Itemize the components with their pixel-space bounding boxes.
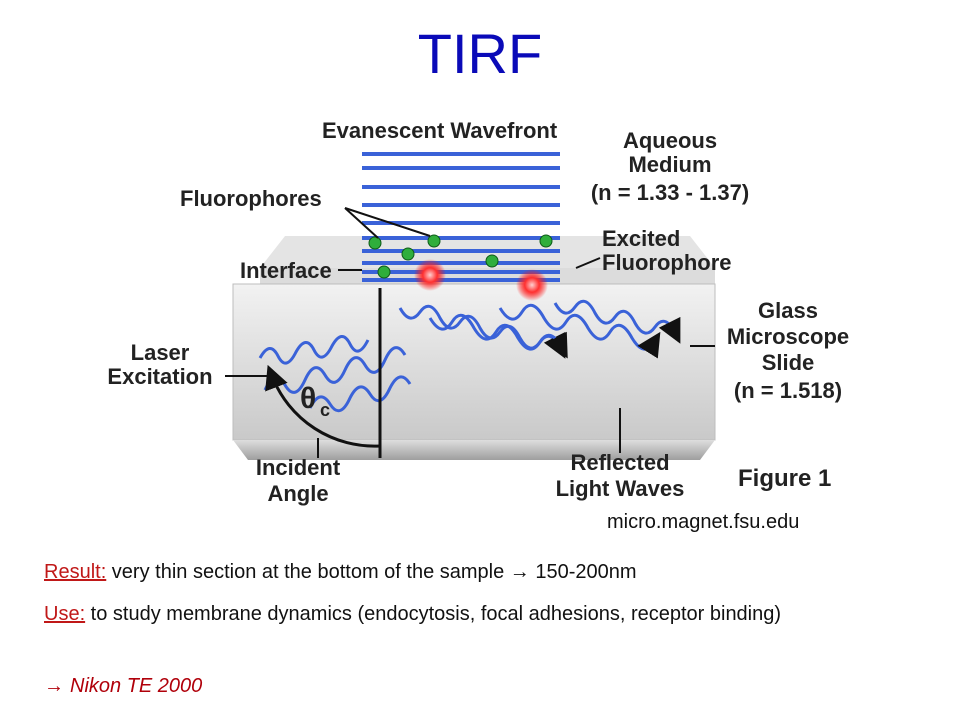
leader-lines [225,207,715,458]
nikon-arrow-icon: → [44,675,64,697]
svg-text:Laser: Laser [131,340,190,365]
svg-text:Incident: Incident [256,455,341,480]
svg-text:Medium: Medium [628,152,711,177]
interface-label: Interface [240,258,332,283]
result-value: 150-200nm [529,561,637,583]
result-arrow-icon: → [509,561,530,583]
tirf-diagram: Evanescent Wavefront Aqueous Medium (n =… [107,118,849,506]
glass-slide-label: Glass Microscope Slide (n = 1.518) [727,298,849,403]
svg-text:Reflected: Reflected [570,450,669,475]
evanescent-wavefront-lines [362,152,560,282]
svg-text:(n = 1.518): (n = 1.518) [734,378,842,403]
svg-text:Glass: Glass [758,298,818,323]
svg-text:Light Waves: Light Waves [556,476,685,501]
glass-slide [232,283,716,460]
result-key: Result: [44,561,107,583]
svg-text:Excited: Excited [602,226,680,251]
use-key: Use: [44,603,86,625]
result-line: Result: very thin section at the bottom … [44,560,924,584]
svg-text:Microscope: Microscope [727,324,849,349]
evanescent-wavefront-label: Evanescent Wavefront [322,118,558,143]
figure-label: Figure 1 [738,465,831,492]
result-text: very thin section at the bottom of the s… [106,561,510,583]
fluorophores [368,234,553,279]
theta-symbol: θ [300,382,316,415]
nikon-text: Nikon TE 2000 [70,675,203,697]
slide-title: TIRF [417,22,543,85]
excited-fluorophores [414,259,548,301]
svg-text:Angle: Angle [267,481,328,506]
use-text: to study membrane dynamics (endocytosis,… [85,603,782,625]
use-line: Use: to study membrane dynamics (endocyt… [44,602,924,626]
reflected-light-waves-label: Reflected Light Waves [556,450,685,501]
theta-subscript: c [320,400,330,420]
svg-text:(n = 1.33 - 1.37): (n = 1.33 - 1.37) [591,180,749,205]
critical-angle-arc [265,288,382,458]
svg-text:Aqueous: Aqueous [623,128,717,153]
fluorophores-label: Fluorophores [180,186,322,211]
nikon-line: → Nikon TE 2000 [44,675,202,698]
svg-text:Fluorophore: Fluorophore [602,250,732,275]
aqueous-medium-label: Aqueous Medium (n = 1.33 - 1.37) [591,128,749,205]
source-credit: micro.magnet.fsu.edu [607,511,800,533]
laser-excitation-label: Laser Excitation [107,340,212,389]
incident-angle-label: Incident Angle [256,455,341,506]
svg-text:Excitation: Excitation [107,364,212,389]
svg-text:Slide: Slide [762,350,815,375]
excited-fluorophore-label: Excited Fluorophore [602,226,732,275]
